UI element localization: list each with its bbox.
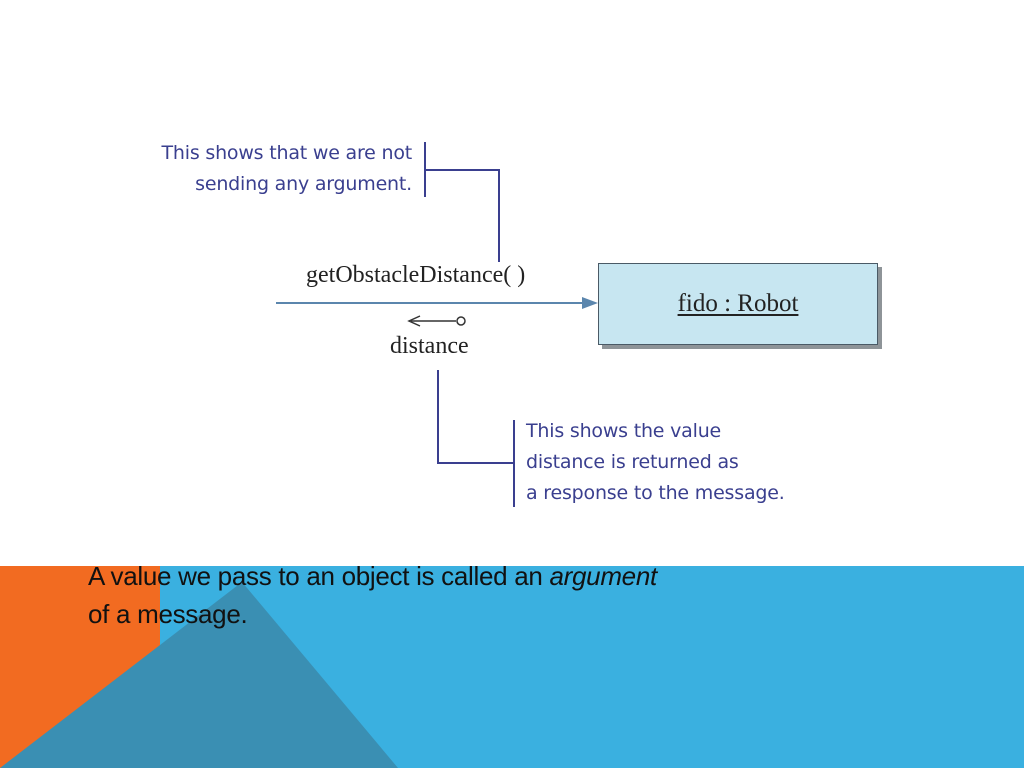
note-bottom-line-2: distance is returned as [526,451,739,473]
note-top-line-2: sending any argument. [195,173,412,195]
return-arrow-head [407,315,421,327]
message-label: getObstacleDistance( ) [306,262,526,288]
note-bottom-line-3: a response to the message. [526,482,785,504]
note-bottom-line-1: This shows the value [526,420,722,442]
note-no-argument: This shows that we are not sending any a… [161,138,413,200]
slide-caption: A value we pass to an object is called a… [88,557,657,633]
caption-text-1: A value we pass to an object is called a… [88,561,550,591]
note-return-value: This shows the value distance is returne… [526,416,785,509]
caption-line-1: A value we pass to an object is called a… [88,557,657,595]
note-top-connector-elbow [425,169,500,262]
return-value-label: distance [390,333,469,359]
return-arrow-origin [456,316,466,326]
object-box: fido : Robot [598,263,878,345]
message-arrow-head [582,297,598,309]
note-bottom-connector [437,370,514,464]
caption-line-2: of a message. [88,599,248,629]
object-label: fido : Robot [677,290,799,317]
note-top-line-1: This shows that we are not [161,142,413,164]
caption-term: argument [549,561,657,591]
teal-triangle [0,582,398,768]
